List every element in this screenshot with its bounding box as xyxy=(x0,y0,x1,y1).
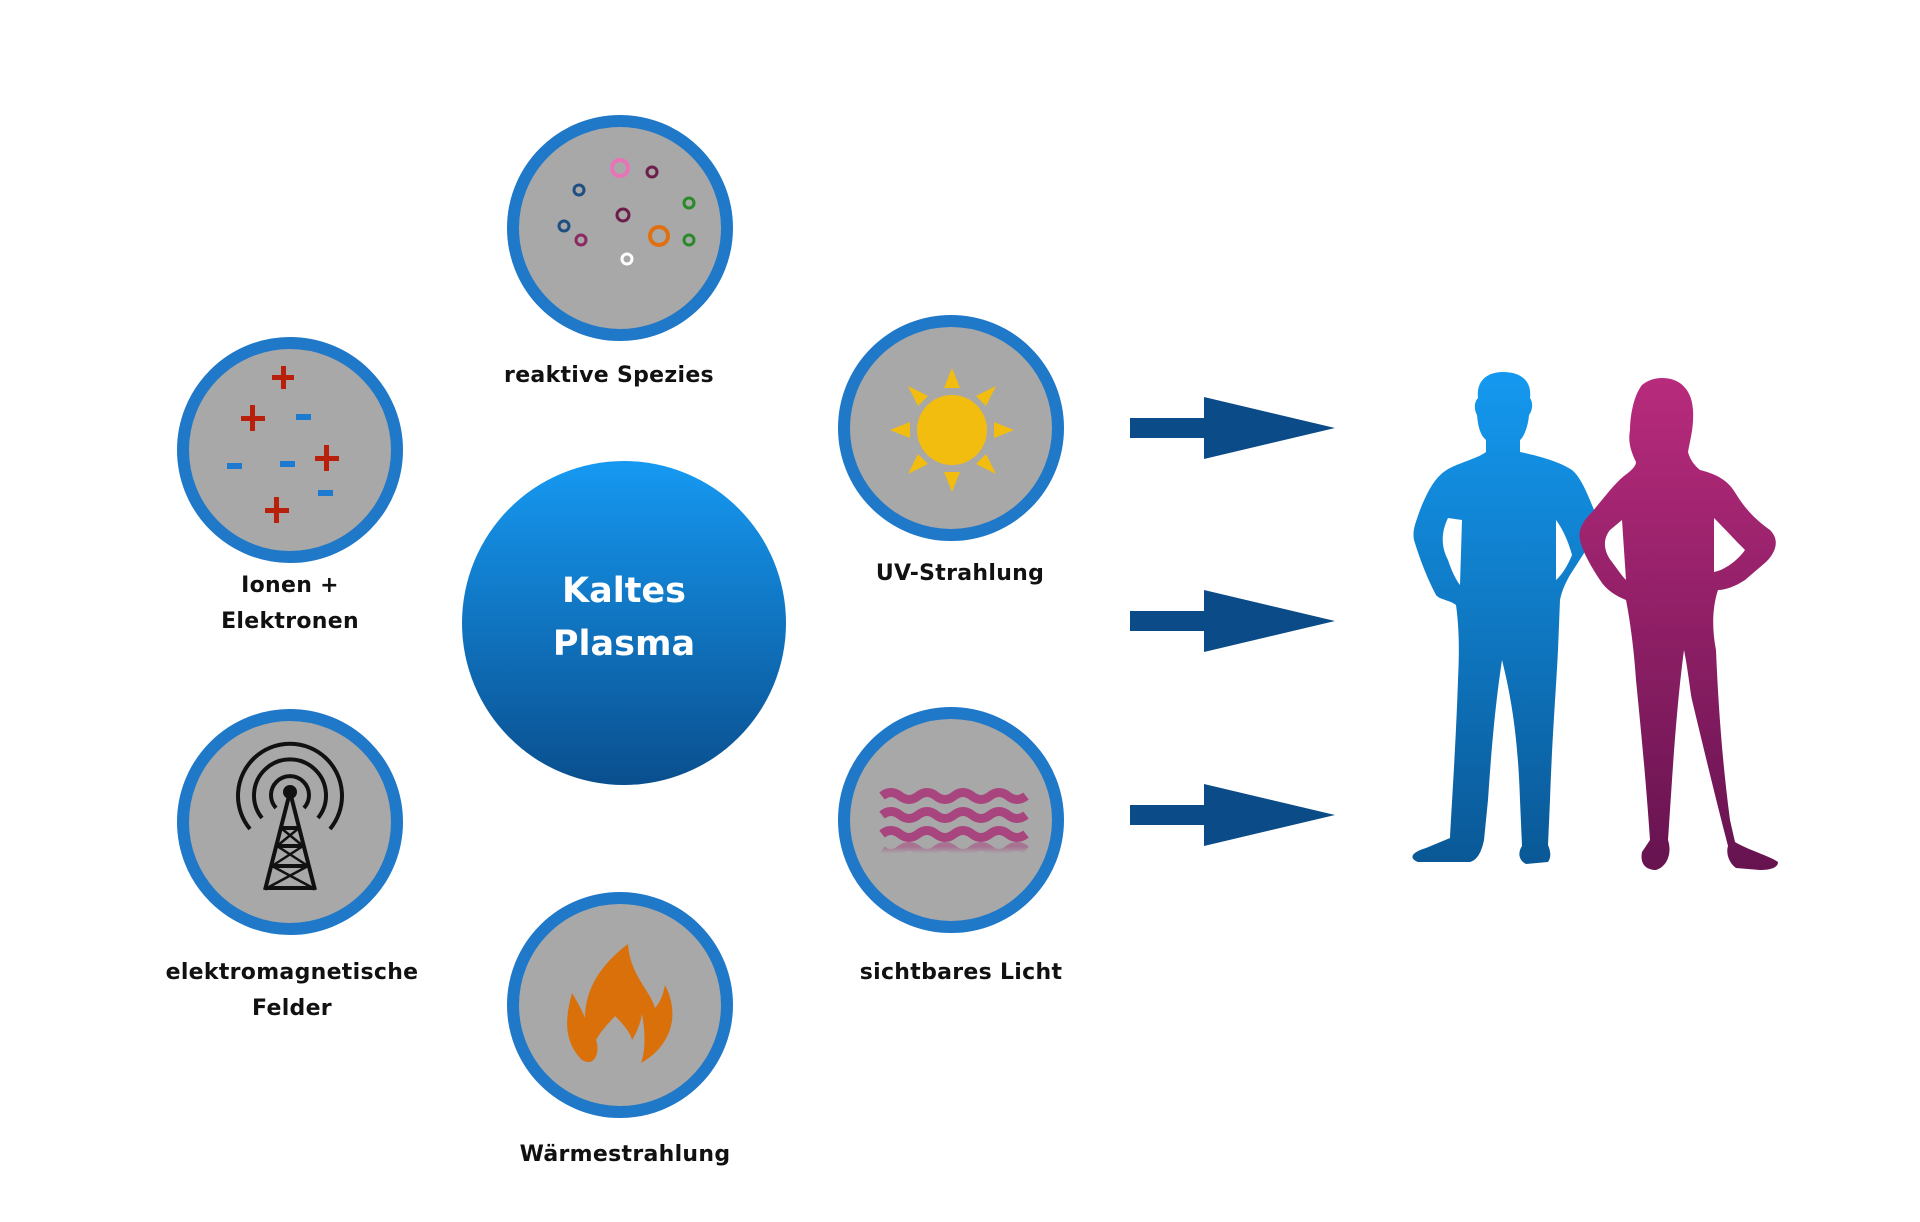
label-line: Wärmestrahlung xyxy=(519,1142,731,1167)
radio-tower-icon xyxy=(236,741,344,891)
center-label-line2: Plasma xyxy=(552,624,696,664)
label-line: Elektronen xyxy=(221,609,359,634)
label-line: sichtbares Licht xyxy=(859,960,1063,985)
arrows xyxy=(1130,397,1335,846)
reactive-species-node xyxy=(507,115,733,341)
heat-radiation-node xyxy=(507,892,733,1118)
arrow-right-3 xyxy=(1130,784,1335,846)
uv-radiation-label: UV-Strahlung xyxy=(876,556,1044,592)
plus-signs xyxy=(241,366,339,523)
em-fields-node xyxy=(177,709,403,935)
cold-plasma-center-node xyxy=(462,461,786,785)
label-line: elektromagnetische xyxy=(165,960,419,985)
molecules-icon xyxy=(557,158,696,266)
visible-light-label: sichtbares Licht xyxy=(860,955,1063,991)
arrow-right-1 xyxy=(1130,397,1335,459)
waves-icon xyxy=(879,788,1029,858)
label-line: reaktive Spezies xyxy=(504,363,714,388)
people-silhouette-icon xyxy=(1412,372,1778,870)
label-line: UV-Strahlung xyxy=(875,561,1045,586)
node-disc xyxy=(177,337,403,563)
center-label-line1: Kaltes xyxy=(561,571,687,611)
heat-radiation-label: Wärmestrahlung xyxy=(520,1137,731,1173)
ions-electrons-node xyxy=(177,337,403,563)
label-line: Ionen + xyxy=(241,573,339,598)
sun-icon xyxy=(890,368,1014,492)
node-disc xyxy=(177,709,403,935)
ions-electrons-label: Ionen + Elektronen xyxy=(221,568,359,640)
label-line: Felder xyxy=(252,996,332,1021)
minus-signs xyxy=(227,414,333,496)
arrow-right-2 xyxy=(1130,590,1335,652)
woman-silhouette xyxy=(1579,378,1778,870)
em-fields-label: elektromagnetische Felder xyxy=(166,955,419,1027)
cold-plasma-label: Kaltes Plasma xyxy=(553,565,695,671)
node-disc xyxy=(507,115,733,341)
charges-icon xyxy=(227,366,339,523)
man-silhouette xyxy=(1412,372,1599,864)
reactive-species-label: reaktive Spezies xyxy=(504,358,714,394)
visible-light-node xyxy=(838,707,1064,933)
uv-radiation-node xyxy=(838,315,1064,541)
flame-icon xyxy=(567,944,673,1063)
